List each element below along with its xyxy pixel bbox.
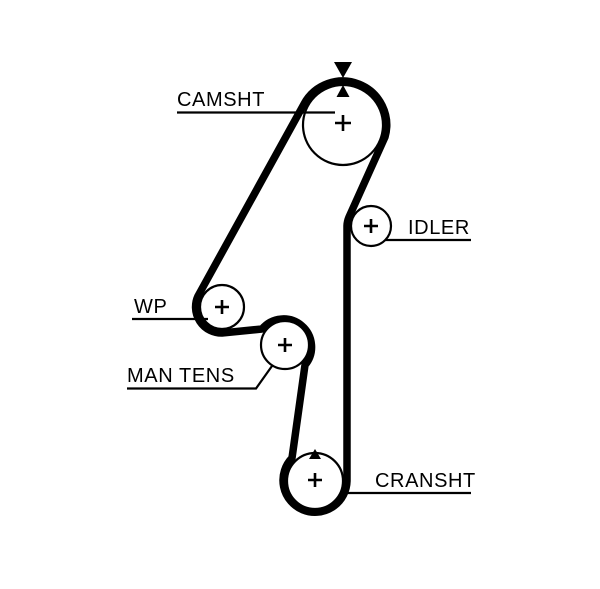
- crankshaft-center-cross-icon: [308, 473, 322, 487]
- tensioner-center-cross-icon: [278, 338, 292, 352]
- wp-label: WP: [134, 296, 167, 318]
- camsht-label: CAMSHT: [177, 89, 265, 111]
- idler-center-cross-icon: [364, 219, 378, 233]
- man-tens-leader-line: [127, 365, 273, 390]
- man-tens-label: MAN TENS: [127, 365, 235, 387]
- camshaft-timing-mark-down-icon: [334, 62, 352, 78]
- idler-label: IDLER: [408, 217, 470, 239]
- camshaft-timing-mark-up-icon: [336, 85, 350, 97]
- crankshaft-timing-mark-up-icon: [309, 449, 321, 459]
- water-pump-center-cross-icon: [215, 300, 229, 314]
- camshaft-center-cross-icon: [335, 115, 351, 131]
- timing-belt-path: [191, 77, 391, 516]
- cransht-label: CRANSHT: [375, 470, 476, 492]
